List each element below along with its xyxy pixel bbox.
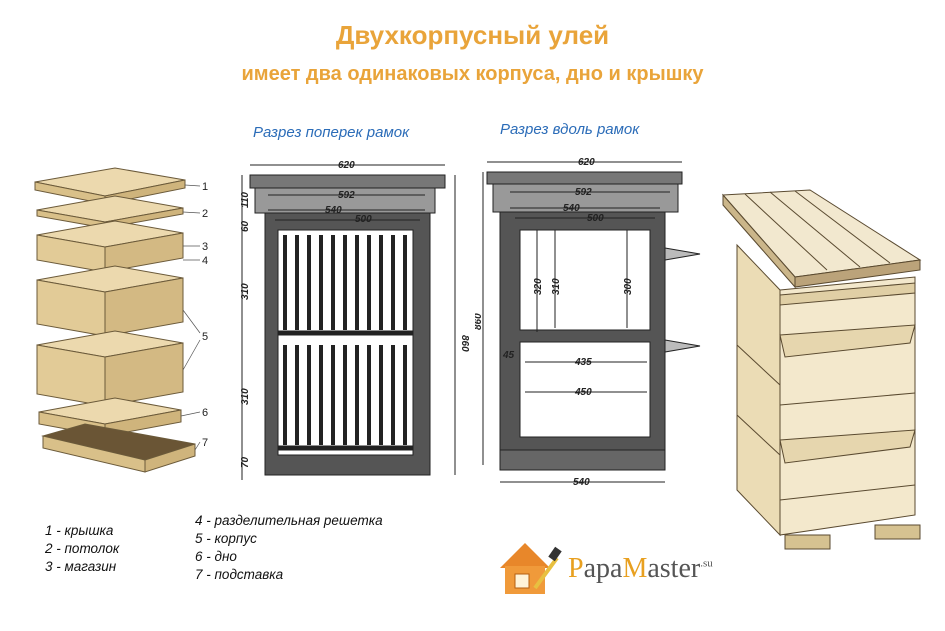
dim-450: 450 bbox=[574, 387, 592, 398]
cross-section-drawing: 620 592 540 500 110 60 310 310 70 860 bbox=[240, 160, 470, 480]
dim-620: 620 bbox=[578, 157, 595, 168]
dim-540: 540 bbox=[325, 205, 342, 216]
house-brush-logo-icon bbox=[500, 543, 562, 594]
section-label-along: Разрез вдоль рамок bbox=[500, 121, 640, 138]
part-number-6: 6 bbox=[202, 407, 208, 419]
legend-item: 6 - дно bbox=[195, 549, 237, 564]
part-number-7: 7 bbox=[202, 437, 208, 449]
dim-70: 70 bbox=[240, 456, 251, 468]
dim-310-lower: 310 bbox=[240, 388, 251, 405]
dim-592: 592 bbox=[575, 187, 592, 198]
part-number-1: 1 bbox=[202, 181, 208, 193]
logo-text-apa: apa bbox=[583, 553, 623, 584]
legend-item: 2 - потолок bbox=[45, 541, 120, 556]
section-label-cross: Разрез поперек рамок bbox=[253, 124, 410, 141]
exploded-hive-illustration: 1 2 3 4 5 6 7 bbox=[34, 167, 208, 473]
dim-310-upper: 310 bbox=[240, 283, 251, 300]
part-number-5: 5 bbox=[202, 331, 208, 343]
dim-110: 110 bbox=[240, 192, 251, 208]
part-number-3: 3 bbox=[202, 241, 208, 253]
along-section-drawing: 620 592 540 500 320 310 300 860 45 435 4… bbox=[475, 157, 701, 488]
dim-592: 592 bbox=[338, 190, 355, 201]
page-title: Двухкорпусный улей bbox=[335, 20, 610, 50]
dim-500: 500 bbox=[587, 213, 604, 224]
dim-860: 860 bbox=[475, 313, 484, 330]
dim-60: 60 bbox=[240, 220, 251, 232]
logo-letter-m: M bbox=[622, 553, 648, 584]
dim-45: 45 bbox=[502, 350, 515, 361]
legend-item: 4 - разделительная решетка bbox=[195, 513, 383, 528]
part-number-4: 4 bbox=[202, 255, 208, 267]
dim-435: 435 bbox=[574, 357, 592, 368]
legend-item: 1 - крышка bbox=[45, 523, 114, 538]
dim-540-bottom: 540 bbox=[573, 477, 590, 488]
dim-500: 500 bbox=[355, 214, 372, 225]
logo-text-aster: aster bbox=[647, 553, 701, 584]
legend-column-1: 1 - крышка 2 - потолок 3 - магазин bbox=[45, 522, 119, 576]
dim-860: 860 bbox=[459, 335, 470, 352]
hive-3d-illustration bbox=[721, 189, 922, 550]
page-subtitle: имеет два одинаковых корпуса, дно и крыш… bbox=[241, 63, 704, 85]
dim-320: 320 bbox=[533, 278, 544, 295]
part-number-2: 2 bbox=[202, 208, 208, 220]
legend-item: 3 - магазин bbox=[45, 559, 117, 574]
legend-item: 7 - подставка bbox=[195, 567, 284, 582]
legend-column-2: 4 - разделительная решетка 5 - корпус 6 … bbox=[195, 512, 383, 584]
papamaster-logo: PapaMaster.su bbox=[568, 553, 713, 585]
legend-item: 5 - корпус bbox=[195, 531, 257, 546]
dim-310: 310 bbox=[551, 278, 562, 295]
logo-domain: .su bbox=[700, 557, 713, 570]
dim-540: 540 bbox=[563, 203, 580, 214]
logo-letter-p: P bbox=[568, 553, 584, 584]
dim-300: 300 bbox=[623, 278, 634, 295]
dim-620: 620 bbox=[338, 160, 355, 171]
